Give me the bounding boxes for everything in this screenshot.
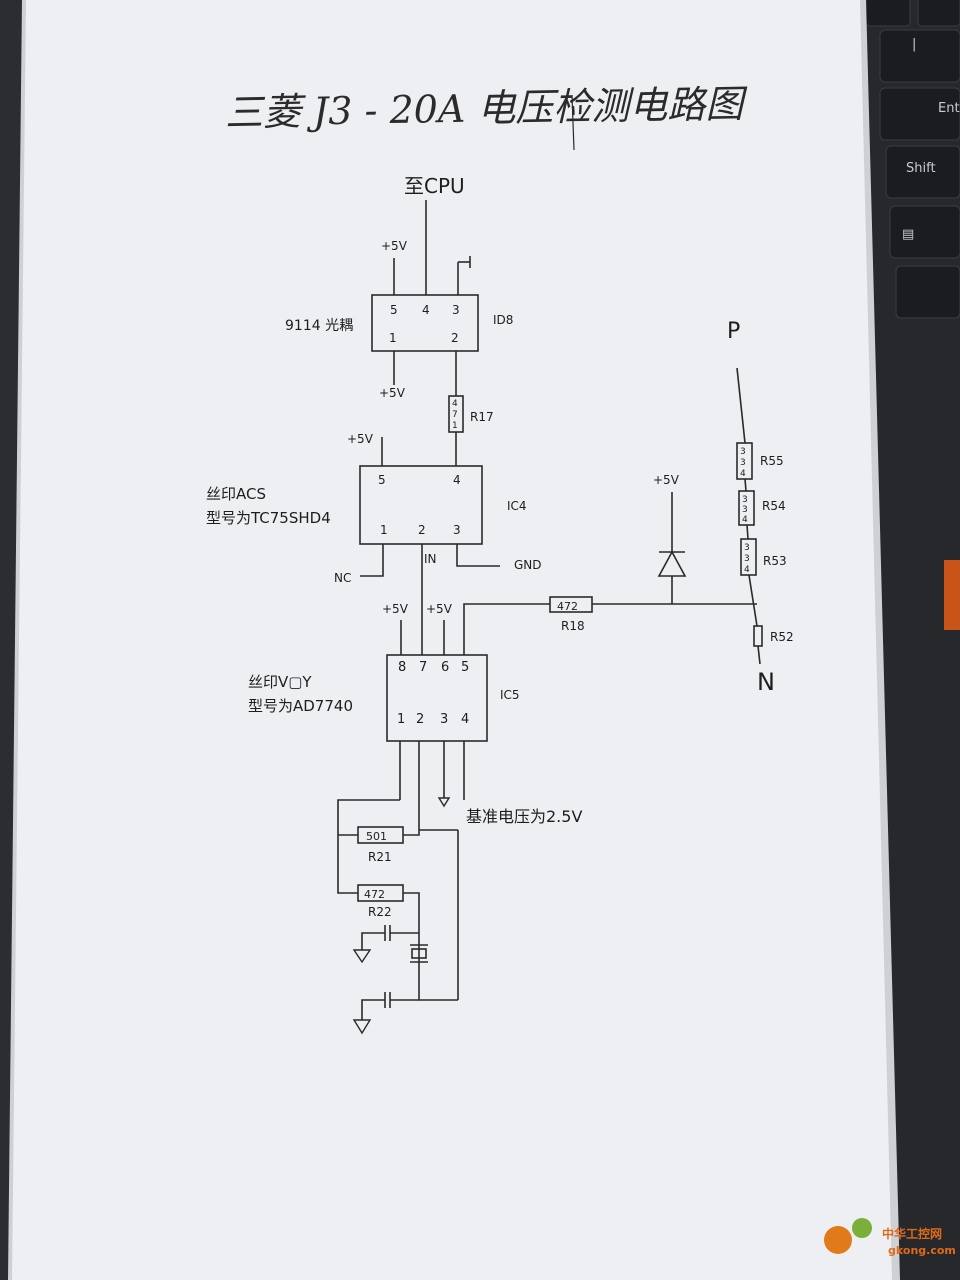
ic5-pin4: 4 xyxy=(461,712,469,727)
r18-value: 472 xyxy=(557,600,578,613)
ic5-pin3: 3 xyxy=(440,712,448,727)
resistor-r17: 4 7 1 R17 xyxy=(448,351,494,466)
id8-pin1: 1 xyxy=(389,331,397,345)
ic5-ref: IC5 xyxy=(500,688,520,702)
r17-ref: R17 xyxy=(470,410,494,424)
watermark-cn: 中华工控网 xyxy=(882,1226,942,1241)
r55-ref: R55 xyxy=(760,454,784,468)
diagram-title: 三菱 J3 - 20A 电压检测电路图 xyxy=(225,82,749,135)
svg-text:3: 3 xyxy=(740,447,746,457)
svg-text:3: 3 xyxy=(744,554,750,564)
r17-value: 4 xyxy=(452,399,458,409)
site-watermark: 中华工控网 gkong.com xyxy=(824,1218,956,1257)
ic5-pin7: 7 xyxy=(419,660,427,675)
ic4-silkscreen: 丝印ACS xyxy=(206,485,266,503)
high-voltage-divider: P 3 3 4 R55 3 3 4 R54 3 3 4 R53 R52 N xyxy=(727,319,794,696)
r21-value: 501 xyxy=(366,830,387,843)
shift-key-label: Shift xyxy=(906,161,936,176)
ic4-pin4: 4 xyxy=(453,473,461,487)
svg-text:3: 3 xyxy=(740,458,746,468)
r52-ref: R52 xyxy=(770,630,794,644)
r53-ref: R53 xyxy=(763,554,787,568)
svg-text:4: 4 xyxy=(742,515,748,525)
ic5-pin6: 6 xyxy=(441,660,449,675)
svg-text:7: 7 xyxy=(452,410,458,420)
id8-plus5v-top: +5V xyxy=(381,239,408,253)
ic5-model: 型号为AD7740 xyxy=(248,697,353,715)
id8-pin4: 4 xyxy=(422,303,430,317)
r22-ref: R22 xyxy=(368,905,392,919)
diode-plus5v: +5V xyxy=(653,473,680,487)
ic5-pin5: 5 xyxy=(461,660,469,675)
ic5-silkscreen: 丝印V▢Y xyxy=(248,673,312,691)
ic4-in: IN xyxy=(424,552,437,566)
svg-text:3: 3 xyxy=(744,543,750,553)
r22-value: 472 xyxy=(364,888,385,901)
cpu-label: 至CPU xyxy=(404,174,465,198)
ic4-ref: IC4 xyxy=(507,499,527,513)
ic5-plus5v-2: +5V xyxy=(426,602,453,616)
svg-text:4: 4 xyxy=(740,469,746,479)
r18-ref: R18 xyxy=(561,619,585,633)
paper-sheet xyxy=(12,0,892,1280)
ic4-pin1: 1 xyxy=(380,523,388,537)
ic4-gnd: GND xyxy=(514,558,542,572)
svg-text:3: 3 xyxy=(742,505,748,515)
id8-plus5v-bottom: +5V xyxy=(379,386,406,400)
svg-text:3: 3 xyxy=(742,495,748,505)
svg-text:4: 4 xyxy=(744,565,750,575)
ic4-current-sensor: +5V 5 4 1 2 3 IC4 丝印ACS 型号为TC75SHD4 NC I… xyxy=(206,432,542,655)
ic4-pin3: 3 xyxy=(453,523,461,537)
ic5-plus5v-1: +5V xyxy=(382,602,409,616)
watermark-url: gkong.com xyxy=(888,1244,956,1257)
ic5-pin2: 2 xyxy=(416,712,424,727)
ic4-model: 型号为TC75SHD4 xyxy=(206,509,331,527)
ic5-adc: +5V +5V 8 7 6 5 1 2 3 4 IC5 丝印V▢Y 型号为AD7… xyxy=(248,602,582,830)
vref-label: 基准电压为2.5V xyxy=(466,807,582,826)
id8-ref: ID8 xyxy=(493,313,513,327)
id8-pin2: 2 xyxy=(451,331,459,345)
id8-pin5: 5 xyxy=(390,303,398,317)
ic4-plus5v: +5V xyxy=(347,432,374,446)
id8-pin3: 3 xyxy=(452,303,460,317)
menu-key-icon: ▤ xyxy=(902,227,914,242)
p-terminal: P xyxy=(727,319,740,344)
ic4-pin2: 2 xyxy=(418,523,426,537)
ic5-pin8: 8 xyxy=(398,660,406,675)
enter-key-label: Ent xyxy=(938,101,960,116)
diode-clamp: +5V xyxy=(653,473,687,604)
n-terminal: N xyxy=(757,668,775,696)
resistor-r18: 472 R18 xyxy=(549,596,757,633)
id8-description: 9114 光耦 xyxy=(285,318,353,334)
oscillator-network: 501 R21 472 R22 xyxy=(337,799,459,1035)
optocoupler-id8: +5V 5 4 3 1 2 ID8 9114 光耦 +5V xyxy=(285,239,513,400)
svg-text:1: 1 xyxy=(452,421,458,431)
ic4-nc: NC xyxy=(334,571,351,585)
bracket-key-icon: | xyxy=(912,37,916,52)
ic4-pin5: 5 xyxy=(378,473,386,487)
ic5-pin1: 1 xyxy=(397,712,405,727)
r21-ref: R21 xyxy=(368,850,392,864)
r54-ref: R54 xyxy=(762,499,786,513)
